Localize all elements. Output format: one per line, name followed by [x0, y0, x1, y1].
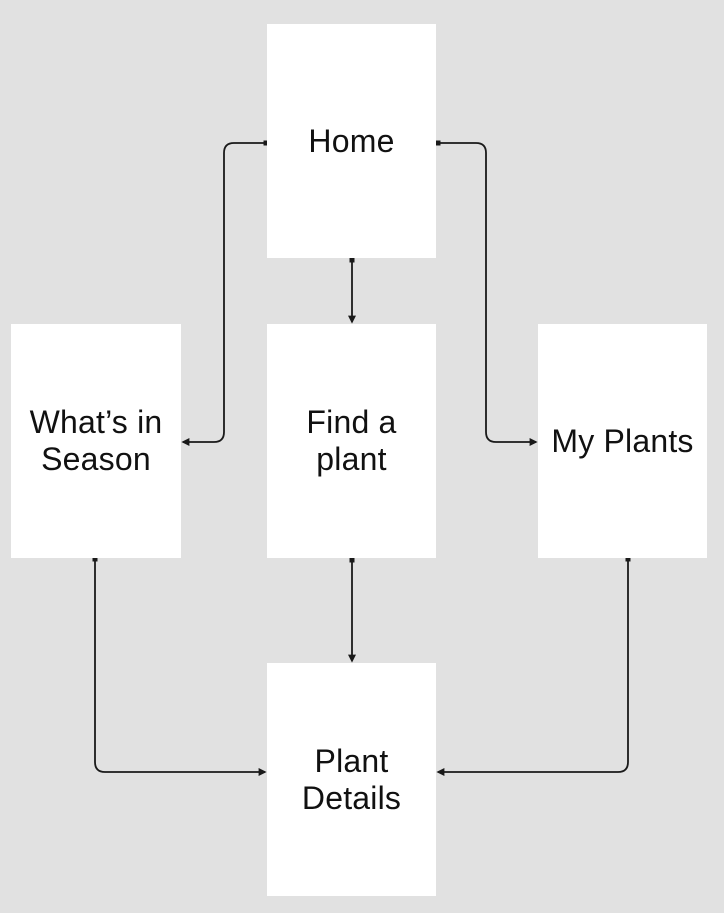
node-my-plants-label: My Plants: [551, 422, 694, 459]
node-my-plants[interactable]: My Plants: [538, 324, 707, 558]
connector-home-to-whats-in-season: [181, 140, 269, 446]
connector-my-plants-to-plant-details: [436, 556, 631, 776]
node-plant-details[interactable]: Plant Details: [267, 663, 436, 896]
connector-home-to-my-plants: [435, 140, 538, 446]
node-whats-in-season[interactable]: What’s in Season: [11, 324, 181, 558]
node-plant-details-label: Plant Details: [301, 742, 402, 816]
node-home-label: Home: [308, 122, 395, 159]
connector-whats-in-season-to-plant-details: [92, 556, 267, 776]
node-find-a-plant-label: Find a plant: [306, 404, 397, 477]
node-whats-in-season-label: What’s in Season: [29, 404, 163, 477]
node-home[interactable]: Home: [267, 24, 436, 258]
node-find-a-plant[interactable]: Find a plant: [267, 324, 436, 558]
